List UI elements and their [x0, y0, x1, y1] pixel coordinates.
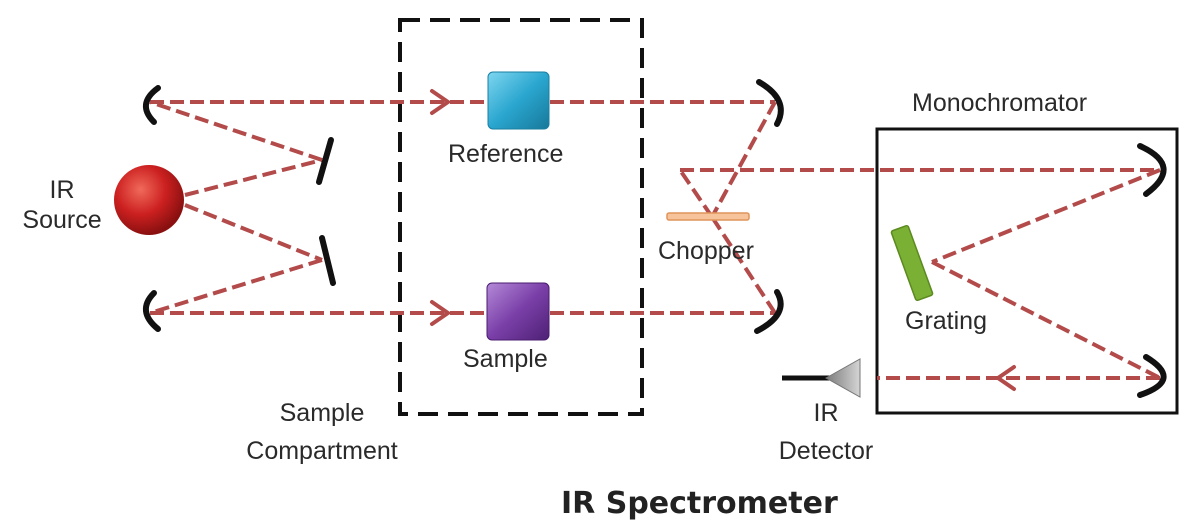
ir-detector-label-line2: Detector: [778, 437, 874, 465]
sample-label: Sample: [463, 345, 548, 373]
grating-label: Grating: [905, 307, 987, 335]
arrow-return-path: [994, 365, 1016, 391]
upper-left-mirror: [143, 85, 161, 125]
reference-cell: [487, 71, 550, 130]
lower-right-mirror: [754, 289, 784, 334]
diagram-title: IR Spectrometer: [561, 486, 838, 521]
detector-cone: [824, 358, 861, 398]
sample-compartment-label: Sample Compartment: [212, 394, 432, 470]
mirrors: [143, 79, 1167, 398]
sample-compartment-label-line1: Sample: [279, 399, 365, 427]
monochromator-box: [875, 127, 1179, 415]
ir-detector-label: IR Detector: [762, 394, 890, 470]
reference-label: Reference: [448, 140, 564, 168]
beam-upper-right-to-chopper: [710, 101, 777, 218]
upper-flat-mirror: [316, 137, 334, 185]
sample-cell: [486, 282, 550, 341]
arrow-lower-path: [430, 300, 452, 326]
chopper-blade: [666, 212, 750, 221]
ir-source-label: IR Source: [14, 175, 110, 235]
flat-mirrors: [316, 137, 336, 286]
beam-flat-to-upper-left-mirror: [149, 100, 323, 162]
lower-flat-mirror: [319, 235, 336, 286]
chopper-label: Chopper: [658, 237, 754, 265]
upper-right-mirror: [756, 79, 784, 127]
ir-detector-label-line1: IR: [813, 399, 839, 427]
beam-paths: [149, 100, 1161, 380]
beam-flat-to-lower-left-mirror: [149, 258, 323, 315]
ir-source-sphere: [114, 165, 184, 235]
beam-top-mirror-to-grating: [931, 168, 1161, 264]
beam-source-to-upper-mirror: [184, 158, 323, 197]
beam-source-to-lower-mirror: [184, 203, 323, 262]
mono-top-mirror: [1137, 143, 1167, 197]
ir-detector: [782, 358, 861, 398]
ir-source-label-line1: IR: [49, 176, 75, 204]
ir-source-label-line2: Source: [22, 206, 102, 234]
lower-left-mirror: [143, 290, 161, 332]
mono-bottom-mirror: [1137, 354, 1167, 398]
sample-compartment-box: [398, 18, 644, 416]
beam-grating-to-bottom-mirror: [931, 260, 1161, 380]
monochromator-label: Monochromator: [912, 89, 1088, 117]
beam-chopper-to-entry: [678, 168, 714, 219]
grating-element: [890, 224, 934, 302]
beam-arrows: [430, 89, 1016, 391]
sample-compartment-label-line2: Compartment: [246, 437, 398, 465]
arrow-upper-path: [430, 89, 452, 115]
